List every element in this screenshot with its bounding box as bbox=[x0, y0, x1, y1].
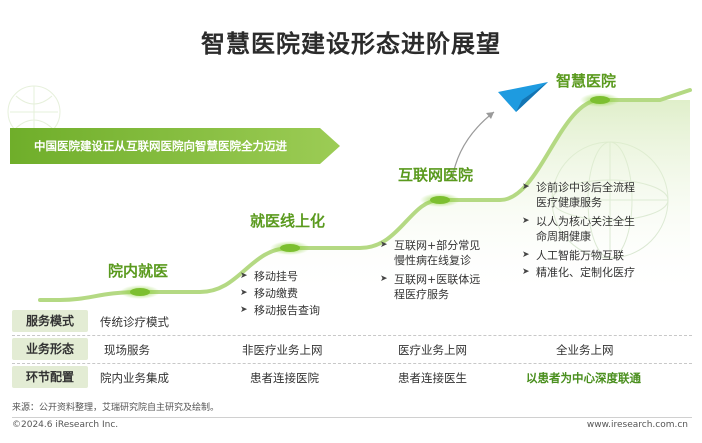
list-item: 移动挂号 bbox=[240, 268, 320, 285]
paper-plane-icon bbox=[498, 82, 548, 112]
row-label-business-form: 业务形态 bbox=[12, 338, 88, 360]
cell-link-config-1: 院内业务集成 bbox=[100, 371, 169, 385]
banner-arrow bbox=[10, 128, 340, 164]
page-title: 智慧医院建设形态进阶展望 bbox=[201, 30, 501, 58]
stage-title-smart-hospital: 智慧医院 bbox=[556, 72, 617, 90]
stage-title-internet-hospital: 互联网医院 bbox=[398, 166, 474, 184]
list-item: 移动缴费 bbox=[240, 285, 320, 302]
cell-link-config-2: 患者连接医院 bbox=[250, 371, 319, 385]
footer-divider bbox=[12, 417, 692, 418]
source-note: 来源：公开资料整理，艾瑞研究院自主研究及绘制。 bbox=[12, 403, 220, 413]
stage-title-inhospital: 院内就医 bbox=[108, 262, 169, 280]
website-link[interactable]: www.iresearch.com.cn bbox=[586, 420, 688, 430]
cell-link-config-4: 以患者为中心深度联通 bbox=[526, 371, 641, 385]
cell-link-config-3: 患者连接医生 bbox=[398, 371, 467, 385]
stage-list-online: 移动挂号 移动缴费 移动报告查询 bbox=[240, 268, 320, 319]
row-divider bbox=[12, 363, 692, 364]
banner-text: 中国医院建设正从互联网医院向智慧医院全力迈进 bbox=[34, 139, 287, 153]
list-item: 人工智能万物互联 bbox=[522, 248, 635, 263]
row-divider bbox=[12, 335, 692, 336]
list-item: 移动报告查询 bbox=[240, 302, 320, 319]
cell-business-form-2: 非医疗业务上网 bbox=[242, 343, 323, 357]
row-label-link-config: 环节配置 bbox=[12, 366, 88, 388]
cell-service-mode-1: 传统诊疗模式 bbox=[100, 315, 169, 329]
stage-title-online: 就医线上化 bbox=[250, 212, 326, 230]
list-item: 精准化、定制化医疗 bbox=[522, 265, 635, 280]
copyright: ©2024.6 iResearch Inc. bbox=[12, 420, 119, 430]
row-label-service-mode: 服务模式 bbox=[12, 310, 88, 332]
cell-business-form-3: 医疗业务上网 bbox=[398, 343, 467, 357]
cell-business-form-1: 现场服务 bbox=[104, 343, 150, 357]
curved-arrow bbox=[451, 111, 495, 181]
cell-business-form-4: 全业务上网 bbox=[556, 343, 614, 357]
